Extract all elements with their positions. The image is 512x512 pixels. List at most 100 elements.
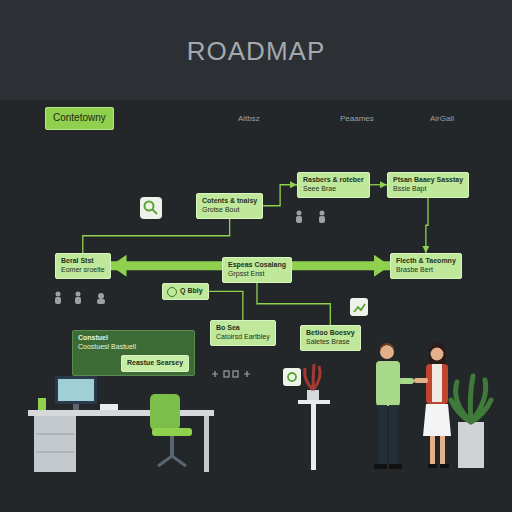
desk — [28, 410, 214, 472]
woman-figure — [414, 342, 451, 468]
monitor — [38, 376, 118, 410]
box-heading: Contetowny — [53, 112, 106, 125]
desk — [36, 434, 74, 435]
connector — [257, 283, 330, 326]
monitor — [55, 376, 97, 404]
box-heading: Bo Sea — [216, 324, 270, 333]
box-body: Saletes Brase — [306, 338, 355, 347]
process-box: Cotents & tnaisyGrotse Bout — [196, 193, 263, 219]
box-body: Catoirsd Eartbley — [216, 333, 270, 342]
potted-plant — [451, 376, 491, 422]
man-figure — [389, 464, 402, 469]
connector — [263, 185, 297, 206]
small-symbols — [212, 371, 218, 377]
man-figure — [376, 361, 400, 406]
woman-figure — [414, 378, 428, 383]
person-icons — [55, 211, 325, 305]
person-icons — [297, 211, 302, 216]
small-symbols — [224, 371, 229, 377]
side-table-plant — [311, 404, 316, 470]
process-box: Espeas CosalangGrpsst Enst — [222, 257, 292, 283]
column-label: Aitbsz — [238, 114, 260, 123]
person-icons — [75, 297, 81, 304]
magnifier-icon — [152, 209, 157, 214]
icon-box: Q Bbly — [162, 283, 209, 300]
process-box: Ptsan Baaey SasstayBssie Bapt — [387, 172, 469, 198]
office-chair — [150, 394, 180, 430]
woman-figure — [432, 364, 442, 402]
person-icons — [320, 211, 325, 216]
desk — [28, 410, 214, 416]
woman-figure — [426, 364, 448, 404]
connector — [426, 198, 428, 254]
box-body: Eomer sroelte — [61, 266, 105, 275]
person-icons — [98, 293, 104, 299]
office-chair — [158, 456, 186, 466]
box-heading: Betioo Boesvy — [306, 329, 355, 338]
connector — [209, 291, 243, 320]
top-band — [0, 0, 512, 100]
tool-icon — [283, 368, 301, 386]
box-heading: Beral Stst — [61, 257, 105, 266]
man-figure — [389, 405, 398, 465]
magnifier-icon — [140, 197, 162, 219]
potted-plant — [451, 376, 491, 468]
box-body: Brasbe Bert — [396, 266, 456, 275]
box-heading: Reastue Searsey — [127, 359, 183, 368]
monitor — [38, 398, 46, 410]
desk — [36, 452, 74, 453]
side-table-plant — [298, 364, 330, 470]
office-chair — [152, 428, 192, 436]
box-heading: Cotents & tnaisy — [202, 197, 257, 206]
process-box: Rasbers & roteberSeee Brae — [297, 172, 370, 198]
woman-figure — [431, 348, 444, 361]
process-box: Flecth & TaeomnyBrasbe Bert — [390, 253, 462, 279]
box-body: Coostuesl Bastuell — [78, 343, 189, 352]
desk — [34, 416, 76, 472]
small-symbols — [244, 371, 250, 377]
person-icons — [296, 216, 302, 223]
column-label: AirGall — [430, 114, 454, 123]
box-heading: Espeas Cosalang — [228, 261, 286, 270]
man-figure — [378, 405, 387, 465]
tool-icon — [283, 368, 301, 386]
desk — [204, 416, 209, 472]
person-icons — [97, 299, 105, 304]
man-figure — [374, 343, 414, 469]
magnifier-icon — [140, 197, 162, 219]
chart-icon — [350, 298, 368, 316]
monitor — [73, 404, 79, 410]
process-box: Beral StstEomer sroelte — [55, 253, 111, 279]
chart-icon — [354, 304, 365, 312]
box-heading: Flecth & Taeomny — [396, 257, 456, 266]
box-body: Grpsst Enst — [228, 270, 286, 279]
person-icons — [55, 297, 61, 304]
side-table-plant — [305, 364, 320, 390]
side-table-plant — [298, 400, 330, 404]
woman-figure — [423, 404, 451, 436]
monitor — [58, 379, 94, 401]
process-box: Betioo BoesvySaletes Brase — [300, 325, 361, 351]
person-icons — [56, 292, 61, 297]
tool-icon — [288, 373, 296, 381]
title: ROADMAP — [0, 36, 512, 67]
connector — [370, 184, 387, 185]
woman-figure — [440, 464, 449, 468]
man-figure — [380, 343, 394, 350]
office-chair — [170, 436, 174, 456]
connector — [83, 219, 230, 254]
box-heading: Ptsan Baaey Sasstay — [393, 176, 463, 185]
header-box: Contetowny — [45, 107, 114, 130]
panel-box: ConstuelCoostuesl BastuellReastue Searse… — [72, 330, 195, 376]
side-table-plant — [307, 390, 319, 400]
box-body: Grotse Bout — [202, 206, 257, 215]
inner-box: Reastue Searsey — [121, 355, 189, 372]
woman-figure — [440, 436, 445, 464]
office-chair — [150, 394, 192, 466]
woman-figure — [428, 464, 437, 468]
box-body: Bssie Bapt — [393, 185, 463, 194]
monitor — [100, 404, 118, 410]
chart-icon — [350, 298, 368, 316]
man-figure — [398, 378, 414, 384]
